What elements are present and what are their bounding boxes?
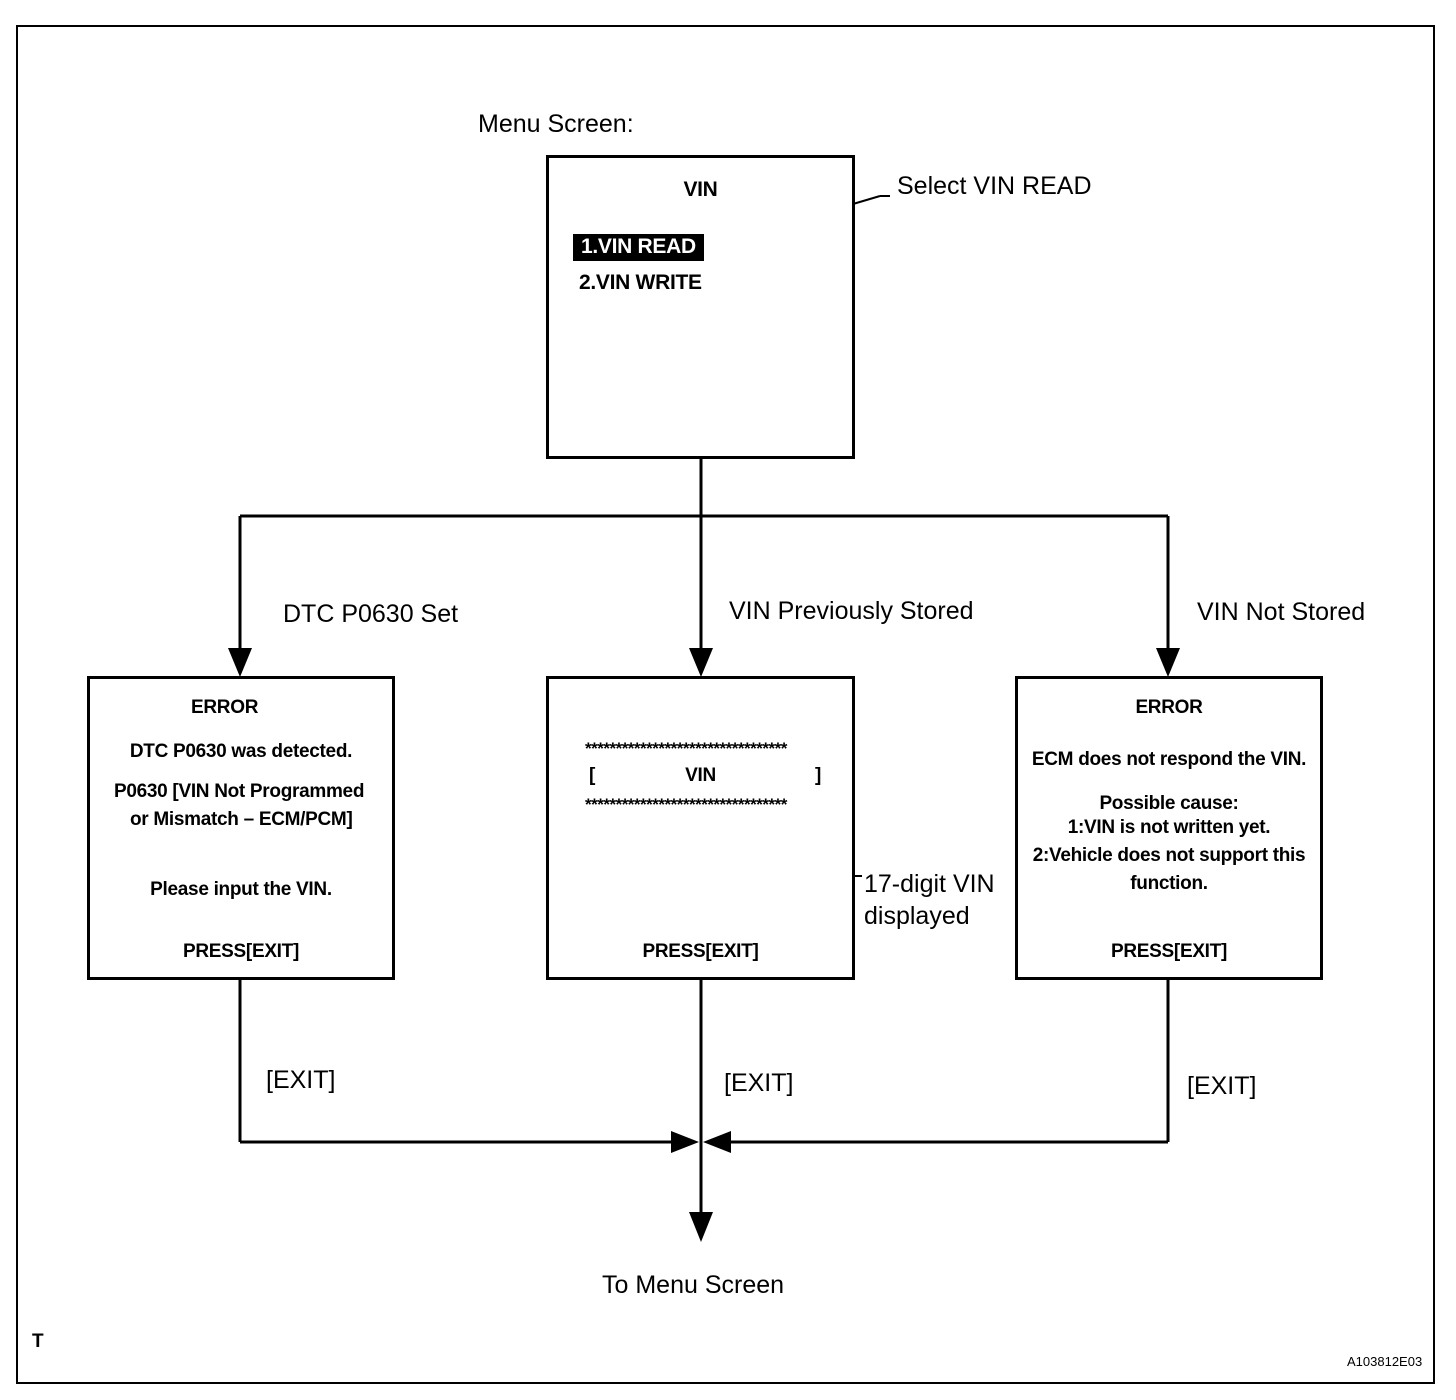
error-detail-line-1: P0630 [VIN Not Programmed [114, 781, 365, 802]
bracket-close: ] [815, 765, 822, 786]
vin-display-screen: ********************************* [ VIN … [546, 676, 855, 980]
menu-screen-label: Menu Screen: [478, 110, 634, 138]
possible-cause-heading: Possible cause: [1099, 793, 1239, 814]
press-exit-prompt: PRESS[EXIT] [1111, 941, 1227, 962]
stars-bottom: ********************************* [585, 795, 787, 814]
callout-17-digit-vin: 17-digit VIN [864, 870, 995, 898]
arrowhead-right-down [1156, 648, 1180, 677]
error-message: ECM does not respond the VIN. [1031, 749, 1307, 770]
branch-label-vin-not-stored: VIN Not Stored [1197, 598, 1366, 626]
diagram-frame [16, 25, 1435, 1384]
press-exit-prompt: PRESS[EXIT] [642, 941, 759, 962]
callout-select-vin-read: Select VIN READ [897, 172, 1092, 200]
branch-label-vin-stored: VIN Previously Stored [729, 597, 974, 625]
arrowhead-merge-right [703, 1131, 731, 1153]
possible-cause-2-cont: function. [1130, 873, 1208, 894]
possible-cause-2: 2:Vehicle does not support this [1032, 845, 1306, 866]
menu-item-vin-write[interactable]: 2.VIN WRITE [579, 271, 702, 294]
arrowhead-left-down [228, 648, 252, 677]
error-message: DTC P0630 was detected. [129, 741, 353, 762]
error-instruction: Please input the VIN. [150, 879, 332, 900]
arrowhead-destination [689, 1212, 713, 1242]
stars-top: ********************************* [585, 739, 787, 758]
press-exit-prompt: PRESS[EXIT] [183, 941, 299, 962]
branch-label-dtc-set: DTC P0630 Set [283, 600, 459, 628]
exit-label-left: [EXIT] [266, 1066, 336, 1094]
error-screen-dtc: ERROR DTC P0630 was detected. P0630 [VIN… [87, 676, 395, 980]
error-title: ERROR [1135, 697, 1203, 718]
destination-label: To Menu Screen [602, 1271, 785, 1299]
arrowhead-merge-left [671, 1131, 699, 1153]
exit-label-right: [EXIT] [1187, 1072, 1257, 1100]
error-screen-not-stored: ERROR ECM does not respond the VIN. Poss… [1015, 676, 1323, 980]
figure-code: A103812E03 [1347, 1354, 1423, 1369]
corner-mark: T [32, 1331, 44, 1352]
exit-label-middle: [EXIT] [724, 1069, 794, 1097]
callout-displayed: displayed [864, 902, 970, 930]
bracket-open: [ [589, 765, 596, 786]
error-title: ERROR [191, 697, 259, 718]
menu-title: VIN [683, 178, 718, 201]
error-detail-line-2: or Mismatch – ECM/PCM] [130, 809, 353, 830]
menu-screen: VIN 1.VIN READ 2.VIN WRITE [546, 155, 855, 459]
arrowhead-middle-down [689, 648, 713, 677]
menu-item-vin-read[interactable]: 1.VIN READ [573, 234, 704, 261]
vin-value: VIN [685, 765, 716, 786]
possible-cause-1: 1:VIN is not written yet. [1067, 817, 1271, 838]
